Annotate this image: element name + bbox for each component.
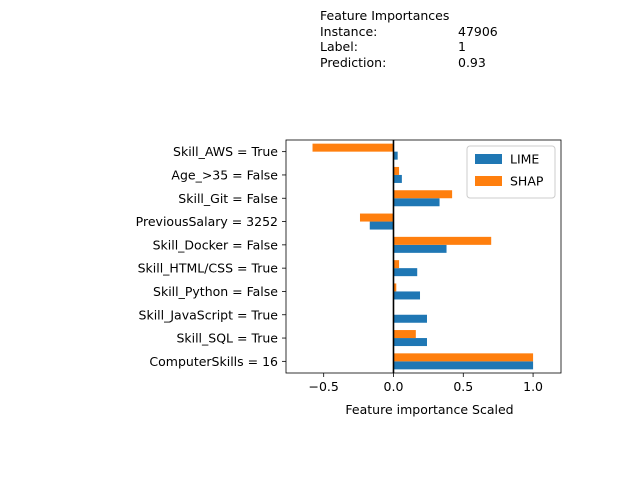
bar-shap	[359, 213, 394, 222]
header-title: Feature Importances	[320, 8, 450, 23]
y-tick-label: Skill_Git = False	[178, 191, 278, 206]
y-tick-label: Skill_HTML/CSS = True	[138, 261, 279, 276]
header-label: Instance:	[320, 23, 378, 39]
header-label: Label:	[320, 39, 358, 54]
x-tick-label: 1.0	[523, 379, 543, 394]
bar-lime	[393, 174, 402, 183]
bar-shap	[393, 330, 416, 339]
x-tick-label: 0.0	[384, 379, 404, 394]
header-value: 0.93	[458, 54, 486, 70]
header-row-instance: Instance: 47906	[320, 23, 498, 40]
bar-lime	[393, 314, 427, 323]
legend-swatch-lime	[475, 154, 502, 164]
bar-shap	[393, 190, 453, 199]
y-tick-label: ComputerSkills = 16	[149, 354, 278, 369]
y-tick-label: Skill_Docker = False	[153, 237, 279, 252]
bar-lime	[393, 361, 534, 370]
bar-lime	[393, 244, 447, 253]
bar-lime	[393, 198, 440, 207]
bar-lime	[393, 268, 418, 277]
bar-shap	[393, 260, 400, 269]
x-tick-label: 0.5	[453, 379, 473, 394]
y-tick-label: PreviousSalary = 3252	[136, 214, 278, 229]
y-tick-label: Skill_JavaScript = True	[139, 307, 279, 322]
x-tick-label: −0.5	[309, 379, 339, 394]
header-value: 1	[458, 39, 466, 54]
y-tick-label: Skill_SQL = True	[176, 331, 278, 346]
bar-lime	[393, 291, 421, 300]
header-label: Prediction:	[320, 54, 387, 70]
legend-label-lime: LIME	[510, 152, 539, 167]
header-value: 47906	[458, 23, 498, 39]
legend-label-shap: SHAP	[510, 174, 544, 189]
x-axis-label: Feature importance Scaled	[345, 402, 513, 417]
header-row-prediction: Prediction: 0.93	[320, 54, 486, 71]
bar-shap	[393, 236, 492, 245]
bar-shap	[393, 283, 397, 292]
bar-shap	[312, 143, 394, 152]
header-row-label: Label: 1	[320, 39, 466, 55]
bar-shap	[393, 353, 534, 362]
chart-header: Feature Importances Instance: 47906 Labe…	[320, 8, 498, 71]
bar-lime	[393, 151, 398, 160]
plot-frame	[285, 139, 562, 374]
bar-lime	[369, 221, 394, 230]
legend-swatch-shap	[475, 176, 502, 186]
bar-lime	[393, 338, 427, 347]
y-tick-label: Skill_Python = False	[153, 284, 278, 299]
bar-shap	[393, 166, 400, 175]
y-tick-label: Skill_AWS = True	[173, 144, 278, 159]
y-tick-label: Age_>35 = False	[171, 167, 278, 182]
